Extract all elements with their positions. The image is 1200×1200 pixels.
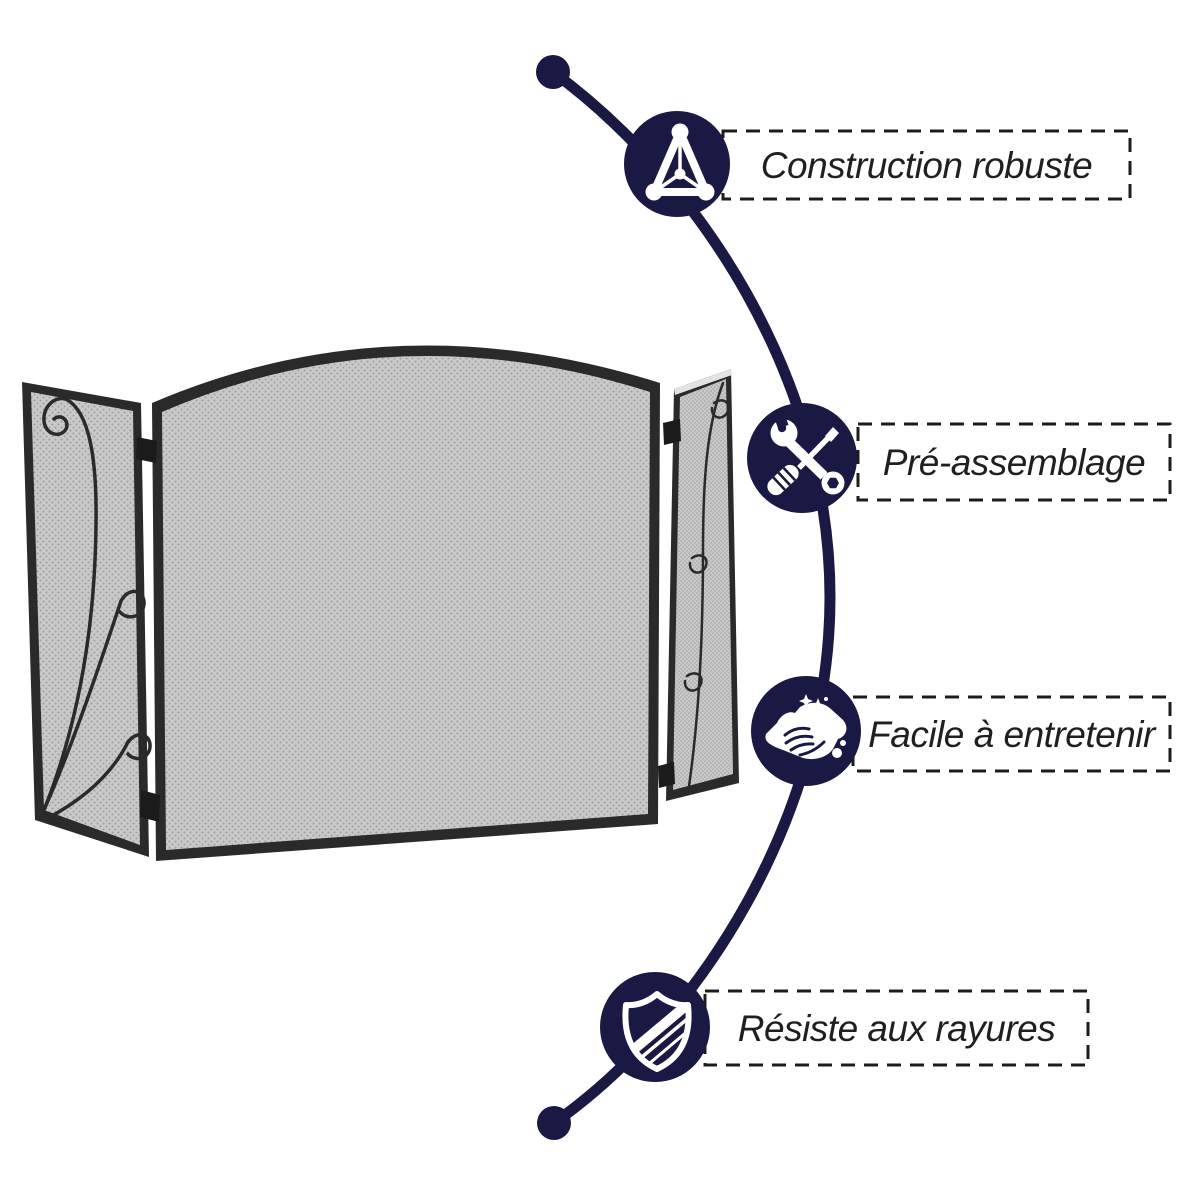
- cleaning-hand-icon: [765, 694, 847, 760]
- feature-box-2: [856, 422, 1172, 502]
- hinges: [136, 419, 681, 822]
- timeline-start-dot: [536, 55, 570, 89]
- left-hinge-bottom: [140, 790, 160, 822]
- left-panel-mesh: [31, 392, 140, 845]
- center-panel: [152, 345, 660, 861]
- timeline-end-dot: [537, 1106, 571, 1140]
- feature-box-4: [703, 989, 1090, 1067]
- shield-scratch-proof-icon: [622, 991, 692, 1072]
- feature-box-3: [851, 695, 1172, 773]
- feature-badge-2: [747, 403, 857, 513]
- wrench-screwdriver-icon: [767, 408, 845, 496]
- right-hinge-bottom: [658, 762, 675, 788]
- right-panel-top-highlight: [674, 369, 732, 395]
- left-panel: [22, 382, 152, 857]
- left-hinge-top: [136, 437, 157, 463]
- right-panel-scrollwork: [683, 381, 730, 788]
- feature-boxes: [703, 129, 1172, 1067]
- feature-badge-4: [600, 972, 710, 1082]
- feature-badge-1: [624, 111, 730, 217]
- center-panel-mesh: [162, 355, 650, 850]
- right-hinge-top: [663, 419, 681, 445]
- triangle-truss-icon: [645, 123, 715, 201]
- feature-badge-3: [751, 676, 861, 786]
- feature-box-1: [721, 129, 1132, 201]
- fireplace-screen-product: [22, 345, 739, 861]
- right-panel: [666, 369, 739, 801]
- left-panel-scrollwork: [41, 396, 152, 820]
